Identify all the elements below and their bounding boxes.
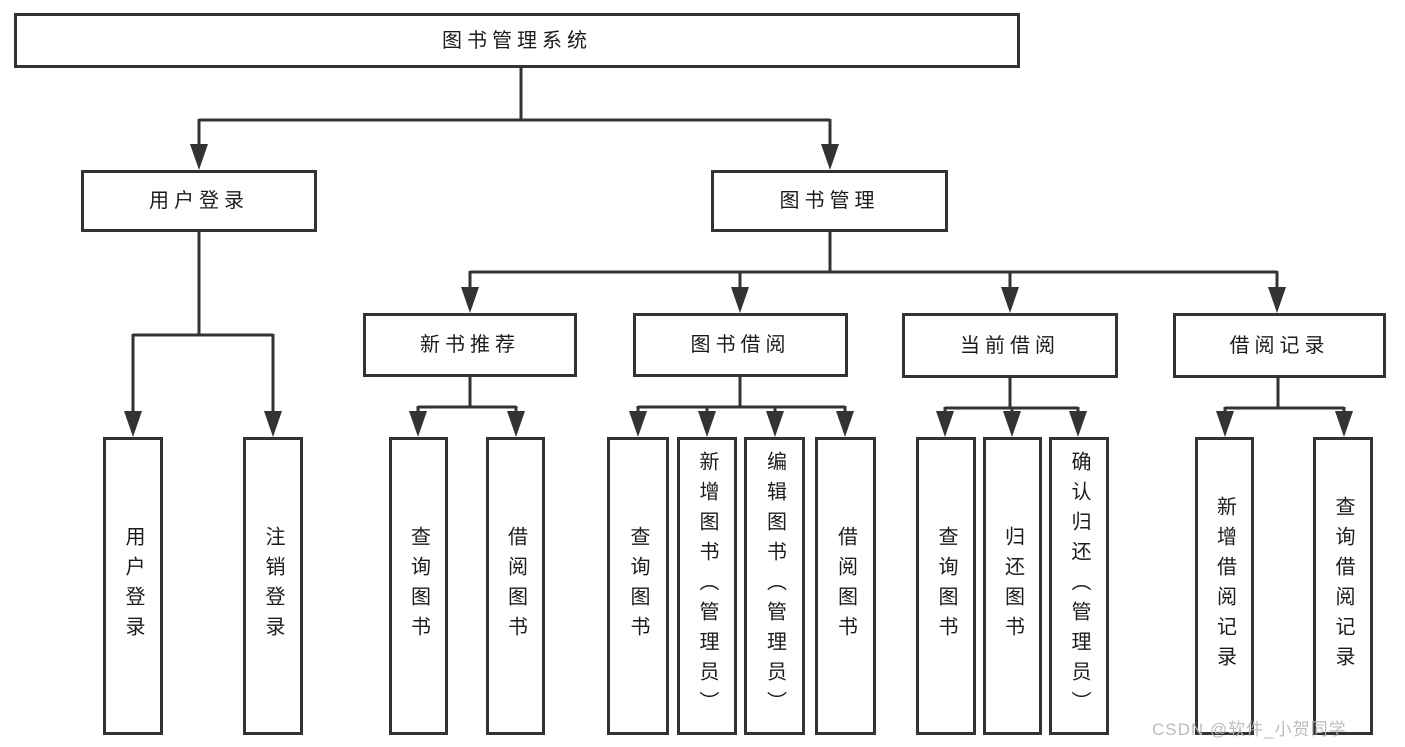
arrowheads <box>124 144 1353 437</box>
leaf-add-borrow-record: 新增借阅记录 <box>1195 437 1254 735</box>
node-book-borrowing-label: 图书借阅 <box>690 334 791 356</box>
leaf-edit-books-admin: 编辑图书（管理员） <box>744 437 805 735</box>
leaf-query-borrow-record-label: 查询借阅记录 <box>1332 496 1354 676</box>
leaf-user-login-label: 用户登录 <box>122 526 144 646</box>
leaf-confirm-return-admin: 确认归还（管理员） <box>1049 437 1109 735</box>
node-current-borrowing-label: 当前借阅 <box>960 334 1060 357</box>
leaf-user-login: 用户登录 <box>103 437 163 735</box>
leaf-query-books-borrowing-label: 查询图书 <box>627 526 649 646</box>
leaf-borrow-books-label: 借阅图书 <box>834 526 857 646</box>
node-user-login-label: 用户登录 <box>149 190 249 212</box>
leaf-return-books-label: 归还图书 <box>1001 526 1024 646</box>
leaf-logout-login: 注销登录 <box>243 437 303 735</box>
leaf-query-books-current-label: 查询图书 <box>935 526 957 646</box>
leaf-confirm-return-admin-label: 确认归还（管理员） <box>1068 451 1090 721</box>
node-library-system-label: 图书管理系统 <box>442 29 592 52</box>
node-borrowing-records: 借阅记录 <box>1173 313 1386 378</box>
branch-root <box>197 68 832 148</box>
leaf-borrow-books-recommend-label: 借阅图书 <box>504 526 527 646</box>
branch-current-borrowing <box>943 378 1080 415</box>
node-current-borrowing: 当前借阅 <box>902 313 1118 378</box>
node-new-book-recommend-label: 新书推荐 <box>420 334 520 356</box>
leaf-logout-login-label: 注销登录 <box>262 526 284 646</box>
node-book-management: 图书管理 <box>711 170 948 232</box>
node-new-book-recommend: 新书推荐 <box>363 313 577 377</box>
branch-book-management <box>468 232 1279 291</box>
node-book-borrowing: 图书借阅 <box>633 313 848 377</box>
leaf-borrow-books-recommend: 借阅图书 <box>486 437 545 735</box>
leaf-add-books-admin-label: 新增图书（管理员） <box>696 451 718 721</box>
leaf-add-books-admin: 新增图书（管理员） <box>677 437 737 735</box>
leaf-return-books: 归还图书 <box>983 437 1042 735</box>
leaf-query-borrow-record: 查询借阅记录 <box>1313 437 1373 735</box>
branch-new-book-recommend <box>416 377 518 415</box>
branch-user-login <box>131 232 275 415</box>
node-borrowing-records-label: 借阅记录 <box>1229 334 1330 357</box>
leaf-edit-books-admin-label: 编辑图书（管理员） <box>763 451 786 721</box>
leaf-add-borrow-record-label: 新增借阅记录 <box>1213 496 1236 676</box>
leaf-query-books-borrowing: 查询图书 <box>607 437 669 735</box>
leaf-borrow-books: 借阅图书 <box>815 437 876 735</box>
node-library-system: 图书管理系统 <box>14 13 1020 68</box>
leaf-query-books-recommend-label: 查询图书 <box>407 526 430 646</box>
node-user-login: 用户登录 <box>81 170 317 232</box>
csdn-watermark: CSDN @软件_小贺同学 <box>1152 720 1347 739</box>
branch-borrowing-records <box>1223 378 1346 415</box>
leaf-query-books-current: 查询图书 <box>916 437 976 735</box>
leaf-query-books-recommend: 查询图书 <box>389 437 448 735</box>
branch-book-borrowing <box>636 377 847 415</box>
node-book-management-label: 图书管理 <box>779 190 880 212</box>
